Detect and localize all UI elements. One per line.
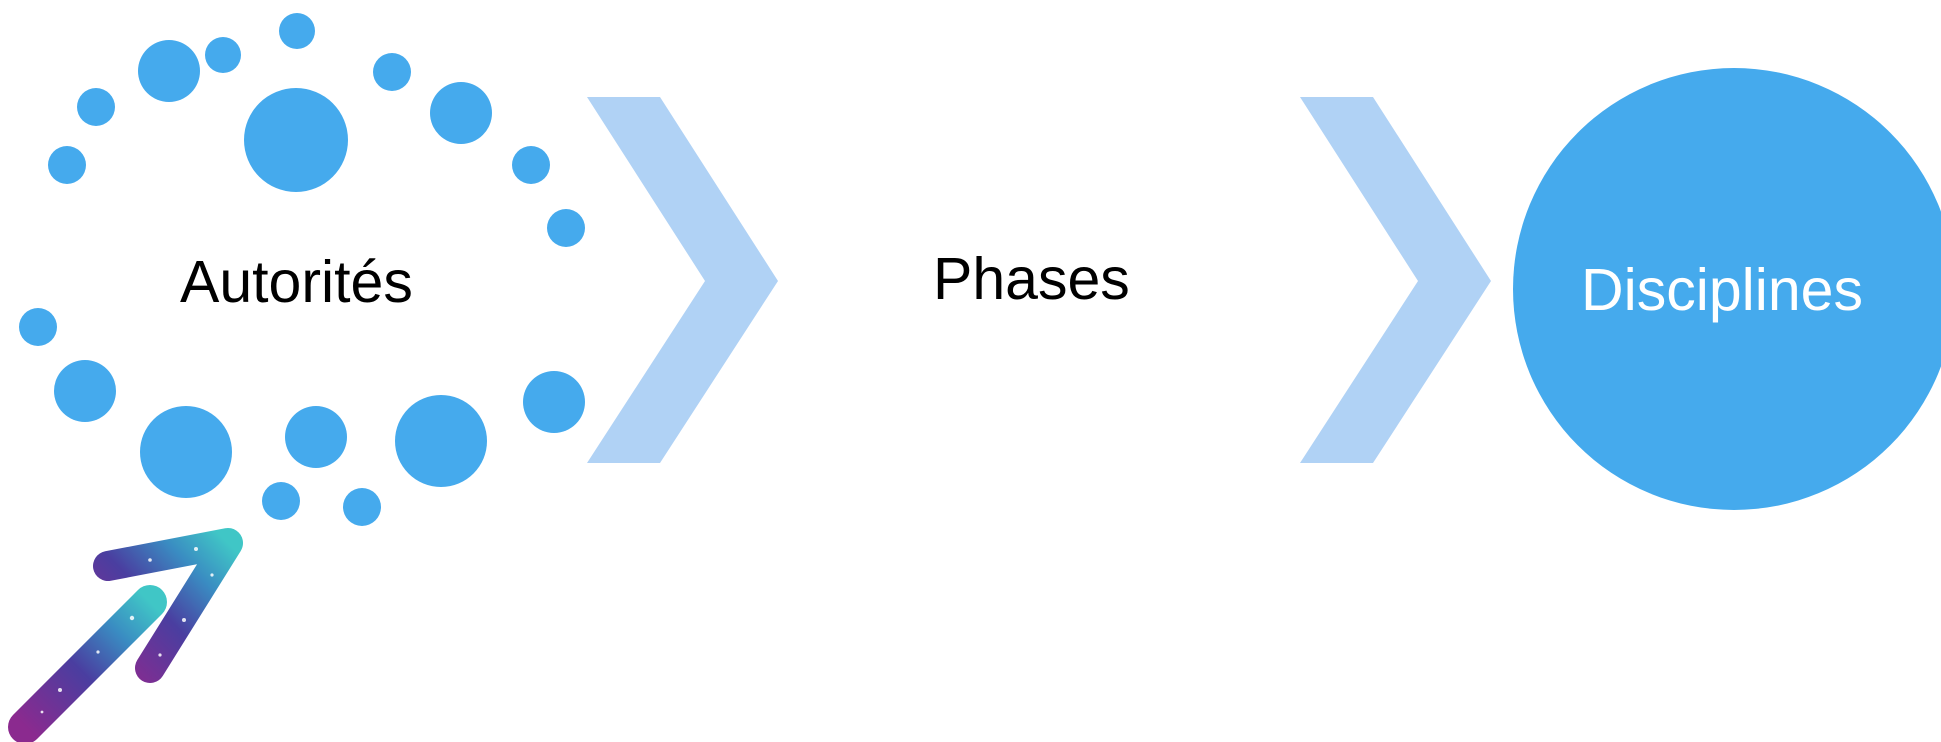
- ring-dot: [77, 88, 115, 126]
- ring-dot: [205, 37, 241, 73]
- stage-label-autorites: Autorités: [180, 249, 413, 315]
- ring-dot: [343, 488, 381, 526]
- chevron-right-icon: [1300, 97, 1491, 463]
- disciplines-circle: [1513, 68, 1941, 510]
- dotted-ring-icon: [19, 13, 585, 526]
- stage-label-phases: Phases: [933, 246, 1130, 312]
- ring-dot: [54, 360, 116, 422]
- ring-dot: [285, 406, 347, 468]
- ring-dot: [244, 88, 348, 192]
- ring-dot: [48, 146, 86, 184]
- glitter-arrow-icon: [8, 528, 243, 742]
- glitter-sparkles: [40, 547, 214, 714]
- ring-dot: [395, 395, 487, 487]
- ring-dot: [262, 482, 300, 520]
- ring-dot: [19, 308, 57, 346]
- ring-dot: [512, 146, 550, 184]
- ring-dot: [140, 406, 232, 498]
- ring-dot: [430, 82, 492, 144]
- chevron-right-icon: [587, 97, 778, 463]
- ring-dot: [523, 371, 585, 433]
- ring-dot: [279, 13, 315, 49]
- stage-label-disciplines: Disciplines: [1581, 257, 1863, 323]
- ring-dot: [373, 53, 411, 91]
- ring-dot: [547, 209, 585, 247]
- ring-dot: [138, 40, 200, 102]
